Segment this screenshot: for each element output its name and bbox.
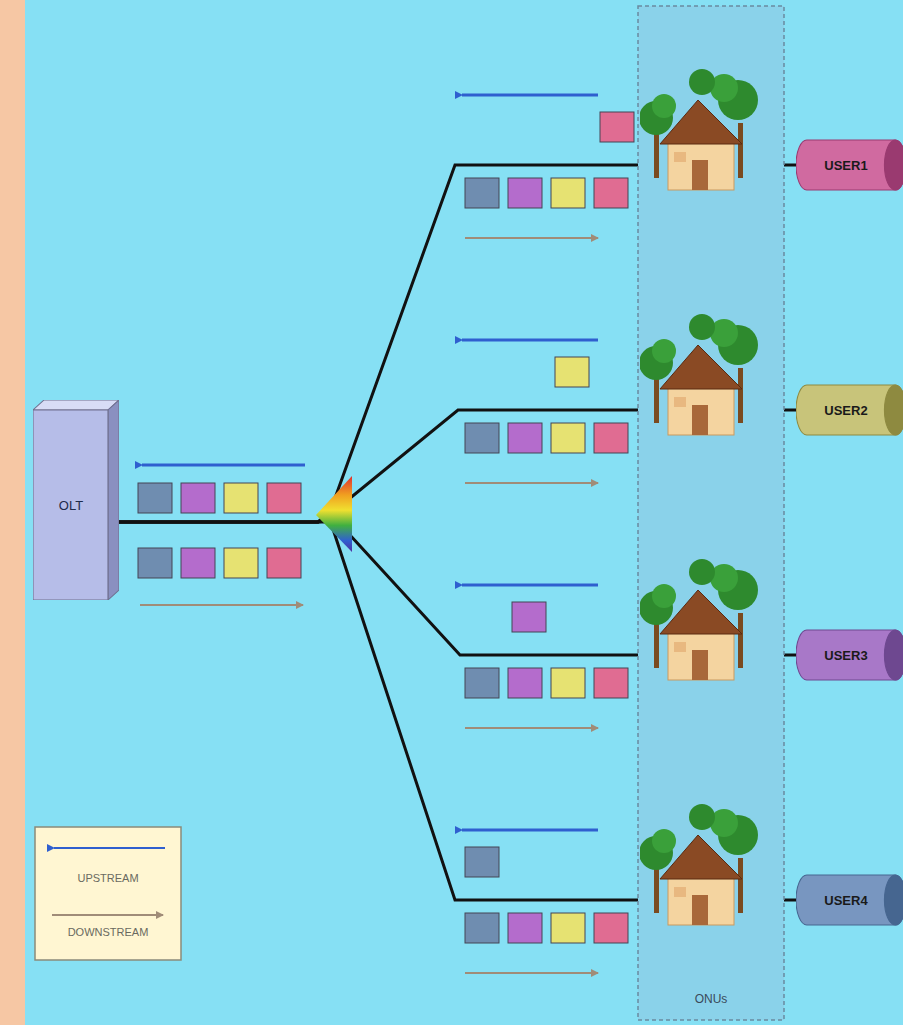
user-cylinder: USER4 — [796, 874, 903, 926]
user-cylinder: USER1 — [796, 139, 903, 191]
olt-unit: OLT — [33, 400, 119, 600]
legend-text: DOWNSTREAM — [35, 926, 181, 938]
olt-label: OLT — [33, 498, 119, 513]
user-label: USER2 — [796, 403, 903, 418]
region-label: ONUs — [638, 992, 784, 1006]
legend-text: UPSTREAM — [35, 872, 181, 884]
user-label: USER4 — [796, 893, 903, 908]
user-label: USER1 — [796, 158, 903, 173]
user-label: USER3 — [796, 648, 903, 663]
user-cylinder: USER3 — [796, 629, 903, 681]
user-cylinder: USER2 — [796, 384, 903, 436]
